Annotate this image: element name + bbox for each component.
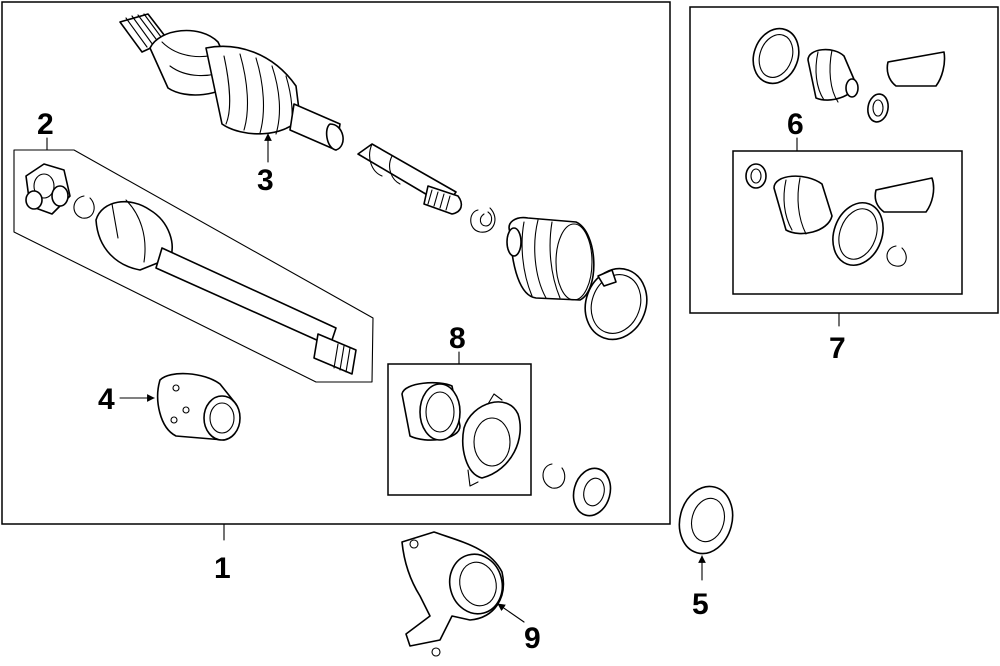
grease-packet-inner [874,177,935,213]
inner-shaft [95,199,357,375]
callout-6: 6 [787,108,804,141]
small-clamp-inner [745,163,767,189]
boot-clamp-large [584,267,648,341]
callout-9-arrow [497,603,525,623]
callout-5: 5 [692,588,709,621]
grease-packet-top [886,51,946,87]
inner-boot [506,216,595,301]
boot-clamp-inner [832,202,884,266]
inner-boot-kit-box [732,150,963,295]
snap-ring [73,195,95,219]
boot-kit-box [689,6,999,314]
center-shaft [357,143,463,215]
outer-boot [807,48,859,103]
small-clamp-top [867,93,889,123]
bearing-bracket [401,531,505,657]
boot-clamp-top [752,27,800,85]
snap-ring-inner [886,245,907,267]
callout-2: 2 [37,108,54,141]
inner-shaft-group-box [13,149,374,383]
snap-ring-lower [542,463,566,489]
outer-seal [678,485,734,555]
bearing-carrier [462,393,522,487]
callout-8: 8 [449,322,466,355]
callout-3: 3 [257,164,274,197]
circlip-small [470,207,496,233]
inner-joint-tripod [25,163,71,215]
callout-9: 9 [524,622,541,655]
callout-7: 7 [829,332,846,365]
joint-housing [156,372,241,441]
wheel-bearing [401,381,461,441]
callout-1: 1 [214,552,231,585]
inner-boot-kit [773,175,833,235]
axle-assembly-box [1,1,671,525]
oil-seal-inner [572,467,612,517]
outer-cv-joint [119,13,344,151]
callout-4: 4 [98,383,115,416]
